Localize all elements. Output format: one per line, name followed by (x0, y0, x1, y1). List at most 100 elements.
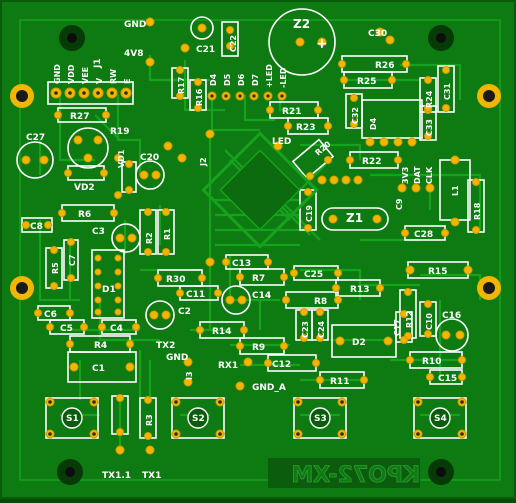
label-d6-pin: D6 (237, 73, 246, 86)
label-c32: C32 (351, 107, 360, 124)
label-c9: C9 (395, 198, 404, 210)
label-c2: C2 (178, 307, 191, 317)
label-r13: R13 (350, 285, 369, 295)
label-r25: R25 (357, 77, 376, 87)
label-r1: R1 (163, 228, 172, 240)
label-gnd-a: GND_A (252, 383, 286, 393)
label-j1-rw: RW (109, 69, 118, 84)
label-c12: C12 (272, 360, 291, 370)
label-vd2: VD2 (74, 183, 95, 193)
label-r7: R7 (252, 274, 265, 284)
label-3v3: 3V3 (401, 167, 410, 184)
label-led-minus: -LED (279, 67, 288, 88)
label-r30: R30 (166, 275, 185, 285)
label-r11: R11 (330, 377, 349, 387)
label-tx1-1: TX1.1 (102, 471, 131, 481)
label-r4: R4 (94, 341, 107, 351)
label-tx1: TX1 (142, 471, 161, 481)
label-j1-v: V (95, 77, 104, 84)
label-d7-pin: D7 (251, 74, 260, 86)
label-c30: C30 (368, 29, 387, 39)
label-i3: I3 (185, 371, 194, 380)
label-c27: C27 (26, 133, 45, 143)
label-r22: R22 (362, 157, 381, 167)
label-r6: R6 (78, 210, 91, 220)
label-c8: C8 (30, 222, 43, 232)
label-c28: C28 (414, 230, 433, 240)
mounting-holes (10, 25, 501, 485)
label-clk: CLK (425, 166, 434, 184)
label-c31: C31 (443, 83, 452, 100)
label-r23: R23 (296, 123, 315, 133)
switch-bodies (61, 407, 451, 429)
label-d4: D4 (369, 117, 378, 130)
label-c17: C17 (393, 319, 402, 336)
label-c7: C7 (68, 255, 77, 266)
pad-layer (21, 17, 480, 455)
label-c20: C20 (140, 153, 159, 163)
label-r15: R15 (428, 267, 447, 277)
label-c14: C14 (252, 291, 271, 301)
label-c33: C33 (425, 119, 434, 136)
label-c23: C23 (301, 321, 310, 338)
label-l1: L1 (451, 185, 460, 196)
label-r5: R5 (51, 262, 60, 274)
label-d4-pin: D4 (209, 73, 218, 86)
label-c13: C13 (232, 259, 251, 269)
label-r16: R16 (195, 88, 204, 106)
label-vd1: VD1 (117, 149, 126, 168)
label-r24: R24 (425, 90, 434, 108)
label-c15: C15 (438, 374, 457, 384)
label-c21: C21 (196, 45, 215, 55)
label-r18: R18 (473, 202, 482, 220)
mcu-footprint (201, 131, 319, 249)
label-z2: Z2 (293, 17, 310, 31)
label-s2: S2 (192, 414, 205, 424)
label-s1: S1 (66, 414, 79, 424)
label-r10: R10 (422, 357, 441, 367)
brand-mark: KPO72-XM (268, 458, 420, 488)
label-r21: R21 (282, 107, 301, 117)
label-c11: C11 (186, 290, 205, 300)
brand-text: KPO72-XM (291, 463, 420, 488)
label-j1: J1 (93, 58, 103, 69)
pad-holes (48, 91, 464, 436)
label-c3: C3 (92, 227, 105, 237)
label-c24: C24 (317, 321, 326, 338)
label-dat: DAT (413, 166, 422, 184)
label-j1-vee: VEE (81, 67, 90, 84)
label-r12: R12 (405, 311, 414, 328)
label-c1: C1 (92, 364, 105, 374)
label-s4: S4 (434, 414, 447, 424)
label-c6: C6 (44, 310, 57, 320)
label-c25: C25 (304, 270, 323, 280)
label-d1: D1 (102, 285, 116, 295)
label-d2: D2 (352, 338, 366, 348)
label-s3: S3 (314, 414, 327, 424)
label-4v8: 4V8 (124, 49, 144, 59)
label-gnd-2: GND (166, 353, 188, 363)
label-z1: Z1 (346, 211, 363, 225)
label-r17: R17 (177, 77, 186, 94)
label-c5: C5 (60, 324, 73, 334)
label-r26: R26 (375, 61, 394, 71)
label-c16: C16 (442, 311, 461, 321)
label-r9: R9 (252, 343, 265, 353)
label-c10: C10 (425, 313, 434, 330)
label-r27: R27 (70, 112, 89, 122)
label-led: LED (272, 137, 291, 147)
label-led-plus: +LED (265, 64, 274, 88)
label-gnd: GND (124, 20, 146, 30)
label-j1-e: E (123, 79, 132, 84)
label-r3: R3 (145, 414, 154, 426)
label-r19: R19 (110, 127, 129, 137)
label-j1-vdd: VDD (67, 64, 76, 84)
label-c4: C4 (110, 324, 123, 334)
label-d5-pin: D5 (223, 73, 232, 86)
z2-plus: + (316, 36, 328, 52)
label-r8: R8 (314, 297, 327, 307)
label-rx1: RX1 (218, 361, 238, 371)
